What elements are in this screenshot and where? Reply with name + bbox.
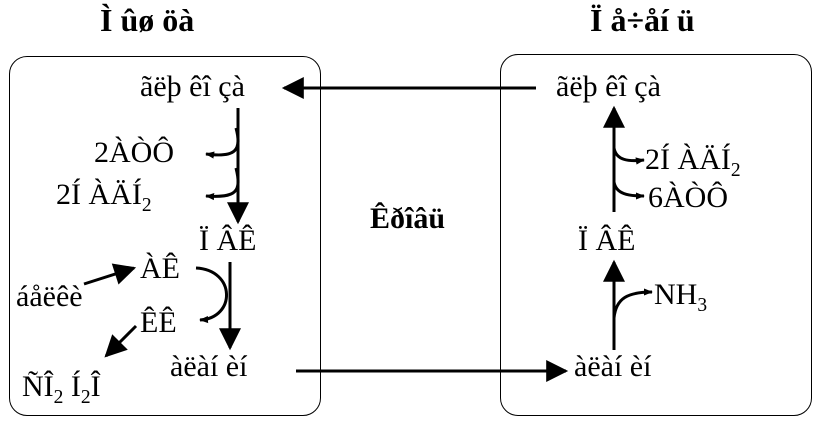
muscle-nadh-label: 2Í ÀÄÍ2 — [56, 178, 152, 216]
liver-title: Ï å÷åí ü — [590, 2, 695, 38]
liver-panel — [500, 54, 812, 416]
liver-nadh-label: 2Í ÀÄÍ2 — [645, 143, 741, 181]
liver-nadh-branch — [612, 147, 645, 165]
blood-title: Êðîâü — [370, 202, 446, 235]
muscle-products-label: ÑÎ2 Í2Î — [22, 370, 101, 408]
liver-ammonia-label: NH3 — [654, 278, 708, 316]
muscle-title: Ì ûø öà — [100, 2, 195, 38]
muscle-atp-branch — [205, 127, 240, 159]
muscle-alanine-label: àëàí èí — [170, 350, 248, 383]
liver-atp-branch — [612, 181, 645, 200]
liver-glucose-label: ãëþ êî çà — [556, 70, 661, 103]
muscle-proteins-label: áåëêè — [16, 280, 83, 313]
muscle-atp-label: 2ÀÒÔ — [94, 136, 174, 169]
muscle-amino-acids-label: ÀÊ — [140, 252, 180, 285]
liver-pyruvate-label: Ï ÂÊ — [578, 224, 636, 257]
muscle-glucose-label: ãëþ êî çà — [140, 70, 245, 103]
liver-atp-label: 6ÀÒÔ — [648, 181, 728, 214]
muscle-panel — [9, 56, 321, 416]
protein-to-ak-arrow — [83, 263, 137, 286]
muscle-pyruvate-label: Ï ÂÊ — [199, 224, 257, 257]
muscle-keto-acids-label: ÊÊ — [140, 306, 177, 339]
muscle-nadh-branch — [205, 167, 240, 201]
muscle-ak-kk-curve — [195, 266, 228, 324]
liver-alanine-label: àëàí èí — [574, 350, 652, 383]
liver-nh3-branch — [612, 288, 653, 319]
kk-to-products-arrow — [104, 324, 138, 358]
